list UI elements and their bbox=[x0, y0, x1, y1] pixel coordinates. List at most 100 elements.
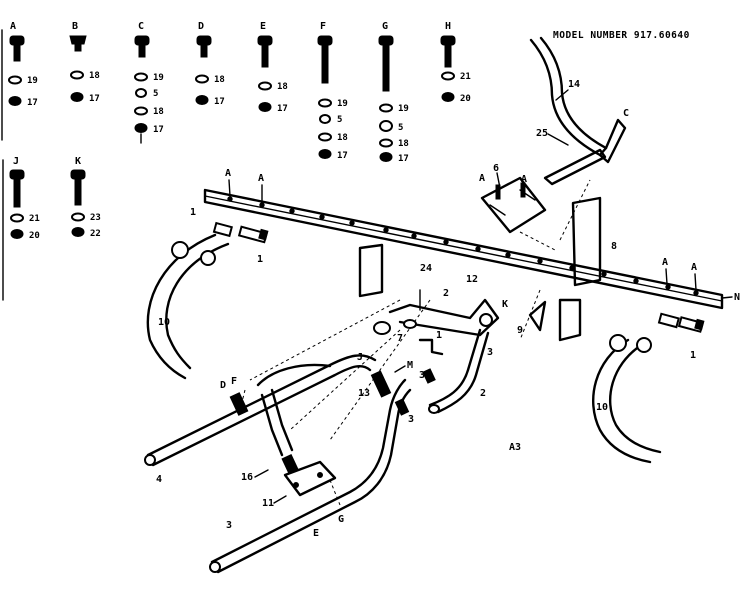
hardware-letter-c: C bbox=[138, 21, 144, 32]
part-number: 18 bbox=[277, 82, 288, 92]
hardware-letter-k: K bbox=[75, 156, 81, 167]
part-number: 21 bbox=[29, 214, 40, 224]
part-number: 19 bbox=[398, 104, 409, 114]
callout-d: D bbox=[220, 380, 226, 391]
upright-post-right bbox=[571, 196, 602, 287]
callout-9: 9 bbox=[517, 325, 523, 336]
bolt-d-icon bbox=[196, 35, 212, 58]
part-number: 17 bbox=[398, 154, 409, 164]
callout-8: 8 bbox=[611, 241, 617, 252]
callout-10: 10 bbox=[596, 402, 608, 413]
spring-tine-left bbox=[146, 221, 269, 380]
lock-washer-icon bbox=[379, 120, 393, 132]
bolt-h-icon bbox=[440, 35, 456, 68]
lock-washer-icon bbox=[319, 114, 331, 124]
bolt-f-icon bbox=[317, 35, 333, 84]
part-number: 19 bbox=[153, 73, 164, 83]
part-number: 5 bbox=[398, 123, 403, 133]
model-number-title: MODEL NUMBER 917.60640 bbox=[553, 30, 690, 41]
lock-washer-icon bbox=[135, 88, 147, 98]
callout-e: E bbox=[313, 528, 319, 539]
part-number: 19 bbox=[27, 76, 38, 86]
nut-icon bbox=[441, 92, 455, 102]
bolt-k-icon bbox=[70, 169, 86, 206]
part-number: 18 bbox=[214, 75, 225, 85]
callout-1: 1 bbox=[190, 207, 196, 218]
callout-2: 2 bbox=[443, 288, 449, 299]
nut-icon bbox=[379, 152, 393, 162]
callout-c: C bbox=[623, 108, 629, 119]
callout-24: 24 bbox=[420, 263, 432, 274]
callout-10: 10 bbox=[158, 317, 170, 328]
hardware-letter-e: E bbox=[260, 21, 266, 32]
part-number: 17 bbox=[337, 151, 348, 161]
callout-k: K bbox=[502, 299, 508, 310]
bolt-b-icon bbox=[69, 35, 87, 52]
callout-2: 2 bbox=[480, 388, 486, 399]
part-number: 17 bbox=[89, 94, 100, 104]
part-number: 17 bbox=[153, 125, 164, 135]
callout-7: 7 bbox=[397, 333, 403, 344]
washer-icon bbox=[379, 138, 393, 148]
nut-icon bbox=[10, 229, 24, 239]
nut-icon bbox=[258, 102, 272, 112]
callout-a: A bbox=[521, 174, 527, 185]
spring-tine-right bbox=[592, 312, 705, 464]
washer-icon bbox=[379, 103, 393, 113]
nut-icon bbox=[8, 96, 22, 106]
callout-a: A bbox=[662, 257, 668, 268]
callout-g: G bbox=[338, 514, 344, 525]
upright-post-lower bbox=[558, 298, 582, 342]
washer-icon bbox=[8, 75, 22, 85]
callout-a: A bbox=[225, 168, 231, 179]
part-number: 17 bbox=[277, 104, 288, 114]
callout-3: 3 bbox=[408, 414, 414, 425]
callout-a: A bbox=[258, 173, 264, 184]
clamp bbox=[370, 370, 392, 398]
upright-post-left bbox=[358, 243, 384, 298]
bolt-g-icon bbox=[378, 35, 394, 92]
nut-icon bbox=[70, 92, 84, 102]
bolt-a-icon bbox=[9, 35, 25, 62]
hardware-letter-j: J bbox=[13, 156, 19, 167]
callout-1: 1 bbox=[436, 330, 442, 341]
part-number: 5 bbox=[153, 89, 158, 99]
callout-14: 14 bbox=[568, 79, 580, 90]
clamp bbox=[422, 368, 436, 384]
washer-icon bbox=[71, 212, 85, 222]
part-number: 18 bbox=[337, 133, 348, 143]
hardware-legend: A 19 17 B 18 17 C 19 5 18 17 bbox=[1, 21, 471, 301]
washer-icon bbox=[134, 72, 148, 82]
callout-a: A bbox=[691, 262, 697, 273]
washer-icon bbox=[318, 132, 332, 142]
bolt-c-icon bbox=[134, 35, 150, 58]
frame-tubes bbox=[144, 328, 490, 574]
toolbar-beam bbox=[203, 188, 724, 310]
hardware-letter-f: F bbox=[320, 21, 326, 32]
part-number: 18 bbox=[89, 71, 100, 81]
part-number: 5 bbox=[337, 115, 342, 125]
clamp bbox=[394, 398, 410, 416]
washer-icon bbox=[70, 70, 84, 80]
part-number: 18 bbox=[153, 107, 164, 117]
clamp bbox=[229, 392, 249, 416]
cultivator-assembly: A A A A A A N 14 C 25 6 bbox=[144, 36, 740, 574]
bolt-e-icon bbox=[257, 35, 273, 68]
callout-m: M bbox=[407, 360, 413, 371]
callout-16: 16 bbox=[241, 472, 253, 483]
part-number: 17 bbox=[214, 97, 225, 107]
callout-4: 4 bbox=[156, 474, 162, 485]
part-number: 17 bbox=[27, 98, 38, 108]
part-number: 23 bbox=[90, 213, 101, 223]
handle-bracket bbox=[480, 176, 547, 234]
washer-icon bbox=[441, 71, 455, 81]
washer-icon bbox=[258, 81, 272, 91]
nut-icon bbox=[318, 149, 332, 159]
hardware-letter-a: A bbox=[10, 21, 16, 32]
part-number: 21 bbox=[460, 72, 471, 82]
mount-plate bbox=[283, 460, 337, 497]
washer-icon bbox=[134, 106, 148, 116]
hardware-letter-g: G bbox=[382, 21, 388, 32]
callout-1: 1 bbox=[257, 254, 263, 265]
